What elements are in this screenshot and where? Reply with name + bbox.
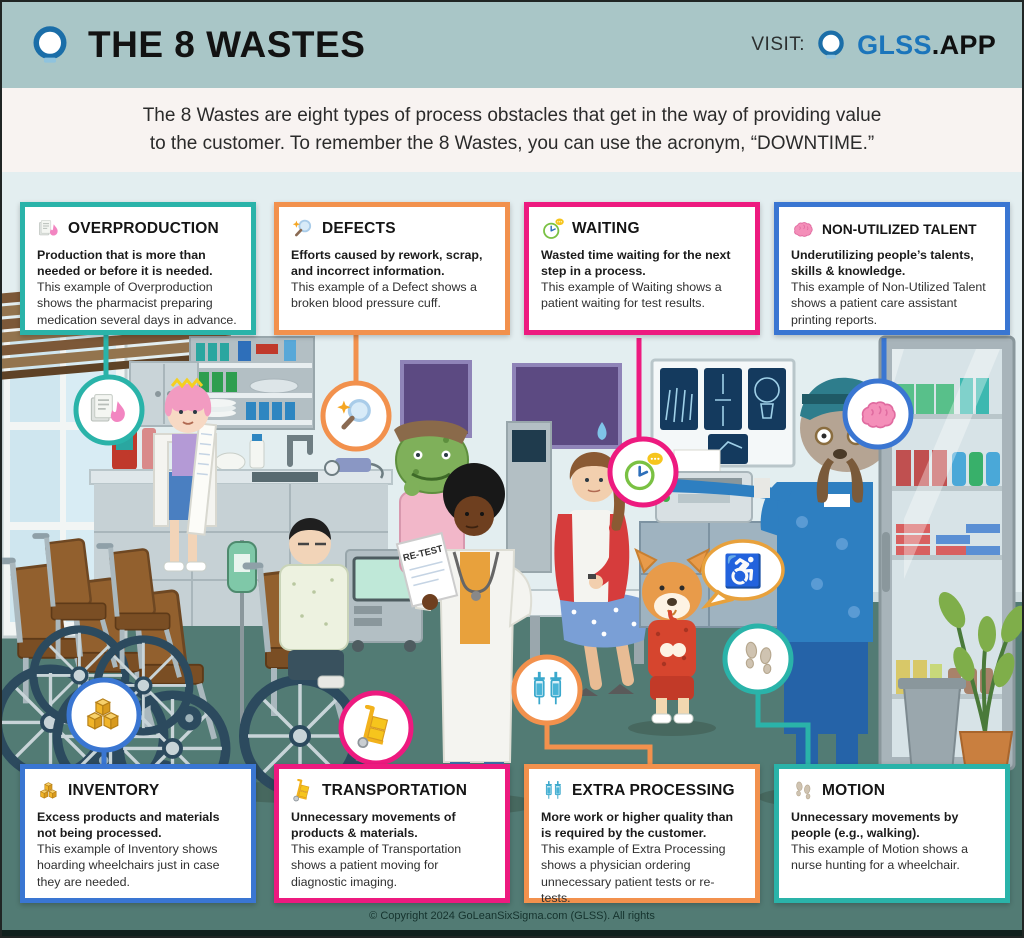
defects-circle [320, 380, 392, 452]
waste-description: Excess products and materials not being … [37, 809, 239, 890]
waste-box-motion: MOTION Unnecessary movements by people (… [774, 764, 1010, 903]
waste-title-label: NON-UTILIZED TALENT [822, 221, 977, 237]
waste-description: Wasted time waiting for the next step in… [541, 247, 743, 312]
header: THE 8 WASTES VISIT: GLSS.APP [2, 2, 1022, 88]
extra-processing-circle [511, 654, 583, 726]
waste-example: This example of Motion shows a nurse hun… [791, 842, 968, 873]
waste-title: EXTRA PROCESSING [541, 779, 743, 803]
waste-description: More work or higher quality than is requ… [541, 809, 743, 906]
intro-line-2: to the customer. To remember the 8 Waste… [149, 133, 875, 154]
waste-definition: Unnecessary movements of products & mate… [291, 810, 456, 841]
bottom-border [2, 930, 1022, 936]
waste-description: Unnecessary movements by people (e.g., w… [791, 809, 993, 874]
blood-pressure-cuff [324, 458, 384, 479]
glss-app-link[interactable]: VISIT: GLSS.APP [751, 28, 996, 62]
wristwatch [588, 574, 596, 579]
waste-title: OVERPRODUCTION [37, 217, 239, 241]
waste-definition: Unnecessary movements by people (e.g., w… [791, 810, 959, 841]
waste-box-defects: DEFECTS Efforts caused by rework, scrap,… [274, 202, 510, 335]
fridge-handle [882, 532, 890, 592]
waste-definition: Production that is more than needed or b… [37, 248, 213, 279]
sink-basin [252, 472, 318, 482]
waste-title-label: DEFECTS [322, 220, 396, 237]
visit-label: VISIT: [751, 34, 806, 55]
waste-box-waiting: WAITING Wasted time waiting for the next… [524, 202, 760, 335]
sweat-drop-icon [597, 422, 607, 440]
waste-title: WAITING [541, 217, 743, 241]
papers-flame-icon [37, 217, 61, 241]
intro-text: The 8 Wastes are eight types of process … [2, 88, 1022, 172]
magnifier-icon [291, 217, 315, 241]
waste-example: This example of Overproduction shows the… [37, 280, 237, 327]
waste-box-non-utilized-talent: NON-UTILIZED TALENT Underutilizing peopl… [774, 202, 1010, 335]
syringes-icon [541, 779, 565, 803]
waste-box-extra-processing: EXTRA PROCESSING More work or higher qua… [524, 764, 760, 906]
hand-truck-icon [291, 779, 315, 803]
soap-bottle [249, 439, 265, 469]
waste-title-label: INVENTORY [68, 782, 160, 799]
clock-icon [541, 217, 565, 241]
waste-description: Production that is more than needed or b… [37, 247, 239, 328]
waste-example: This example of Waiting shows a patient … [541, 280, 722, 311]
inventory-circle [66, 677, 142, 753]
glss-lightbulb-logo-icon [814, 28, 848, 62]
waste-definition: More work or higher quality than is requ… [541, 810, 734, 841]
transportation-circle [338, 690, 414, 766]
footprints-icon [791, 779, 815, 803]
waste-title: INVENTORY [37, 779, 239, 803]
overproduction-circle [73, 374, 145, 446]
xray-viewer [650, 358, 796, 468]
glss-lightbulb-logo-icon [28, 23, 72, 67]
wheelchair-speech-bubble: ♿ [701, 539, 785, 610]
intro-line-1: The 8 Wastes are eight types of process … [142, 104, 882, 126]
waste-box-transportation: TRANSPORTATION Unnecessary movements of … [274, 764, 510, 903]
pharmacist [153, 377, 218, 572]
waste-box-inventory: INVENTORY Excess products and materials … [20, 764, 256, 903]
waste-description: Unnecessary movements of products & mate… [291, 809, 493, 890]
waste-title-label: TRANSPORTATION [322, 782, 468, 799]
waste-example: This example of Inventory shows hoarding… [37, 842, 220, 889]
waste-title-label: EXTRA PROCESSING [572, 782, 735, 799]
waste-title-label: WAITING [572, 220, 640, 237]
waste-definition: Excess products and materials not being … [37, 810, 220, 841]
motion-circle [722, 623, 794, 695]
brand-wordmark: GLSS.APP [857, 30, 996, 61]
waste-example: This example of Non-Utilized Talent show… [791, 280, 986, 327]
connector-circles [66, 374, 914, 766]
waste-definition: Efforts caused by rework, scrap, and inc… [291, 248, 483, 279]
waste-title: DEFECTS [291, 217, 493, 241]
waiting-circle [607, 436, 679, 508]
waste-title: NON-UTILIZED TALENT [791, 217, 993, 241]
page-title: THE 8 WASTES [88, 24, 366, 65]
waste-description: Underutilizing people’s talents, skills … [791, 247, 993, 328]
waste-description: Efforts caused by rework, scrap, and inc… [291, 247, 493, 312]
waste-title: TRANSPORTATION [291, 779, 493, 803]
brand-app: .APP [931, 29, 996, 60]
waste-example: This example of Transportation shows a p… [291, 842, 462, 889]
monitor-cart [345, 549, 423, 652]
waste-definition: Wasted time waiting for the next step in… [541, 248, 731, 279]
non-utilized-talent-circle [842, 378, 914, 450]
brand-glss: GLSS [857, 29, 932, 60]
waste-title-label: OVERPRODUCTION [68, 220, 219, 237]
waste-title: MOTION [791, 779, 993, 803]
copyright-text: © Copyright 2024 GoLeanSixSigma.com (GLS… [369, 910, 655, 922]
faucet [287, 435, 313, 467]
waste-box-overproduction: OVERPRODUCTION Production that is more t… [20, 202, 256, 335]
pink-bottle [142, 428, 156, 470]
waste-title-label: MOTION [822, 782, 886, 799]
brain-icon [791, 217, 815, 241]
boxes-icon [37, 779, 61, 803]
printed-page [673, 449, 721, 475]
waste-definition: Underutilizing people’s talents, skills … [791, 248, 974, 279]
waste-example: This example of a Defect shows a broken … [291, 280, 477, 311]
mortar-pestle [214, 452, 246, 472]
shiba-dog: ♿ [628, 539, 785, 736]
wheelchair-icon: ♿ [723, 553, 763, 589]
iv-stand [227, 540, 257, 724]
waste-example: This example of Extra Processing shows a… [541, 842, 726, 905]
badge [824, 494, 850, 507]
